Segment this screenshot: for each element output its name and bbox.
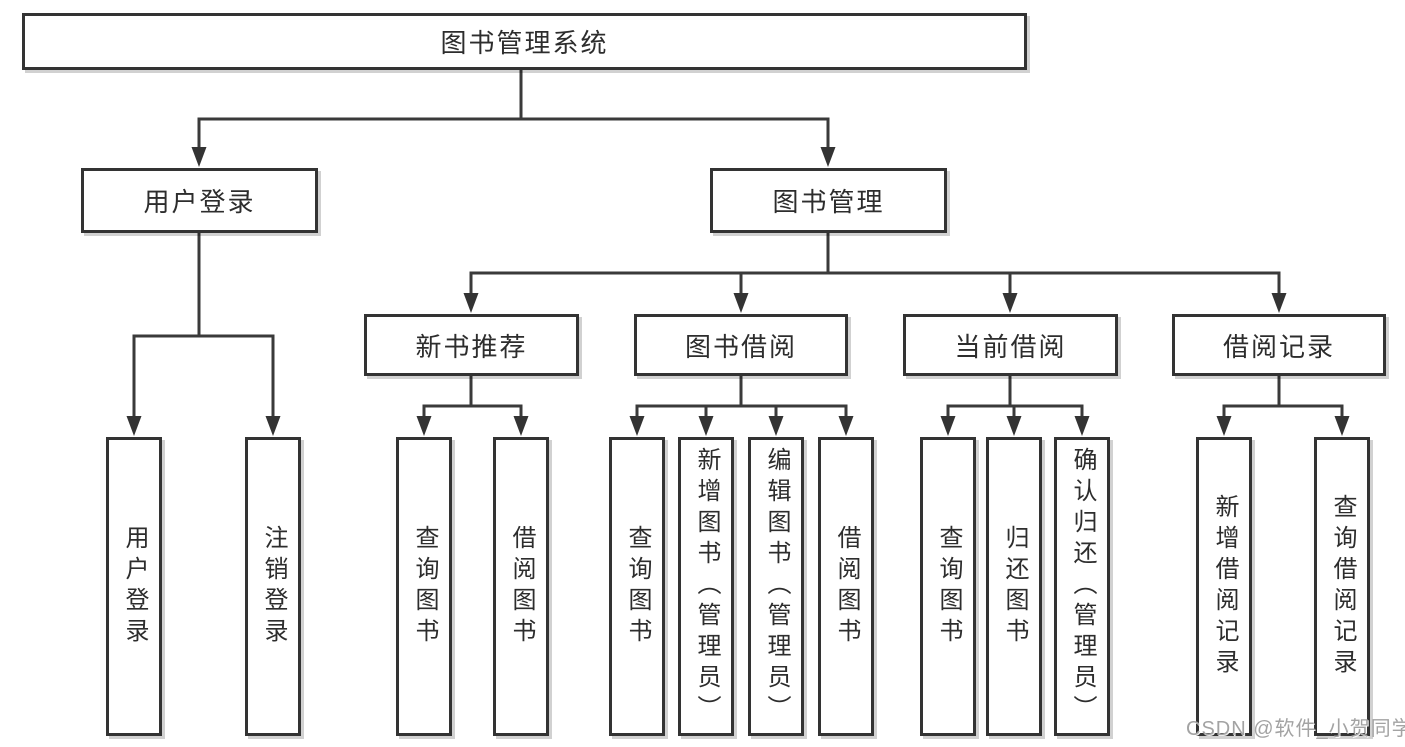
node-book-management-branch: 图书管理 bbox=[710, 168, 947, 233]
leaf-label: 查询图书 bbox=[624, 524, 651, 649]
leaf-label: 借阅图书 bbox=[508, 524, 535, 649]
node-label: 图书管理系统 bbox=[440, 28, 609, 58]
leaf-borrow-books: 借阅图书 bbox=[493, 437, 549, 736]
leaf-query-books: 查询图书 bbox=[609, 437, 665, 736]
leaf-return-books: 归还图书 bbox=[986, 437, 1042, 736]
leaf-label: 确认归还（管理员） bbox=[1069, 447, 1096, 726]
csdn-watermark: CSDN @软件_小贺同学 bbox=[1186, 718, 1405, 740]
leaf-label: 新增图书（管理员） bbox=[693, 447, 720, 726]
leaf-label: 用户登录 bbox=[121, 524, 148, 649]
node-label: 新书推荐 bbox=[415, 331, 528, 362]
node-new-book-recommendation: 新书推荐 bbox=[364, 314, 579, 376]
leaf-label: 注销登录 bbox=[260, 524, 287, 649]
leaf-logout: 注销登录 bbox=[245, 437, 301, 736]
leaf-label: 归还图书 bbox=[1001, 524, 1028, 649]
leaf-label: 借阅图书 bbox=[833, 524, 860, 649]
node-label: 图书管理 bbox=[772, 187, 885, 217]
node-book-borrowing: 图书借阅 bbox=[634, 314, 848, 376]
leaf-label: 查询图书 bbox=[935, 524, 962, 649]
node-label: 用户登录 bbox=[143, 187, 256, 217]
leaf-edit-books-admin: 编辑图书（管理员） bbox=[748, 437, 804, 736]
leaf-query-books: 查询图书 bbox=[396, 437, 452, 736]
node-label: 借阅记录 bbox=[1222, 331, 1335, 362]
leaf-borrow-books: 借阅图书 bbox=[818, 437, 874, 736]
leaf-query-borrowing-record: 查询借阅记录 bbox=[1314, 437, 1370, 736]
node-library-management-system: 图书管理系统 bbox=[22, 13, 1027, 70]
node-user-login-branch: 用户登录 bbox=[81, 168, 318, 233]
leaf-label: 查询借阅记录 bbox=[1329, 493, 1356, 680]
leaf-confirm-return-admin: 确认归还（管理员） bbox=[1054, 437, 1110, 736]
leaf-add-borrowing-record: 新增借阅记录 bbox=[1196, 437, 1252, 736]
node-label: 当前借阅 bbox=[954, 331, 1067, 362]
node-current-borrowing: 当前借阅 bbox=[903, 314, 1118, 376]
leaf-user-login: 用户登录 bbox=[106, 437, 162, 736]
leaf-label: 查询图书 bbox=[411, 524, 438, 649]
node-borrowing-records: 借阅记录 bbox=[1172, 314, 1386, 376]
leaf-query-books: 查询图书 bbox=[920, 437, 976, 736]
arrowheads bbox=[126, 147, 1350, 436]
leaf-add-books-admin: 新增图书（管理员） bbox=[678, 437, 734, 736]
leaf-label: 编辑图书（管理员） bbox=[763, 447, 790, 726]
node-label: 图书借阅 bbox=[684, 331, 797, 362]
leaf-label: 新增借阅记录 bbox=[1211, 493, 1238, 680]
